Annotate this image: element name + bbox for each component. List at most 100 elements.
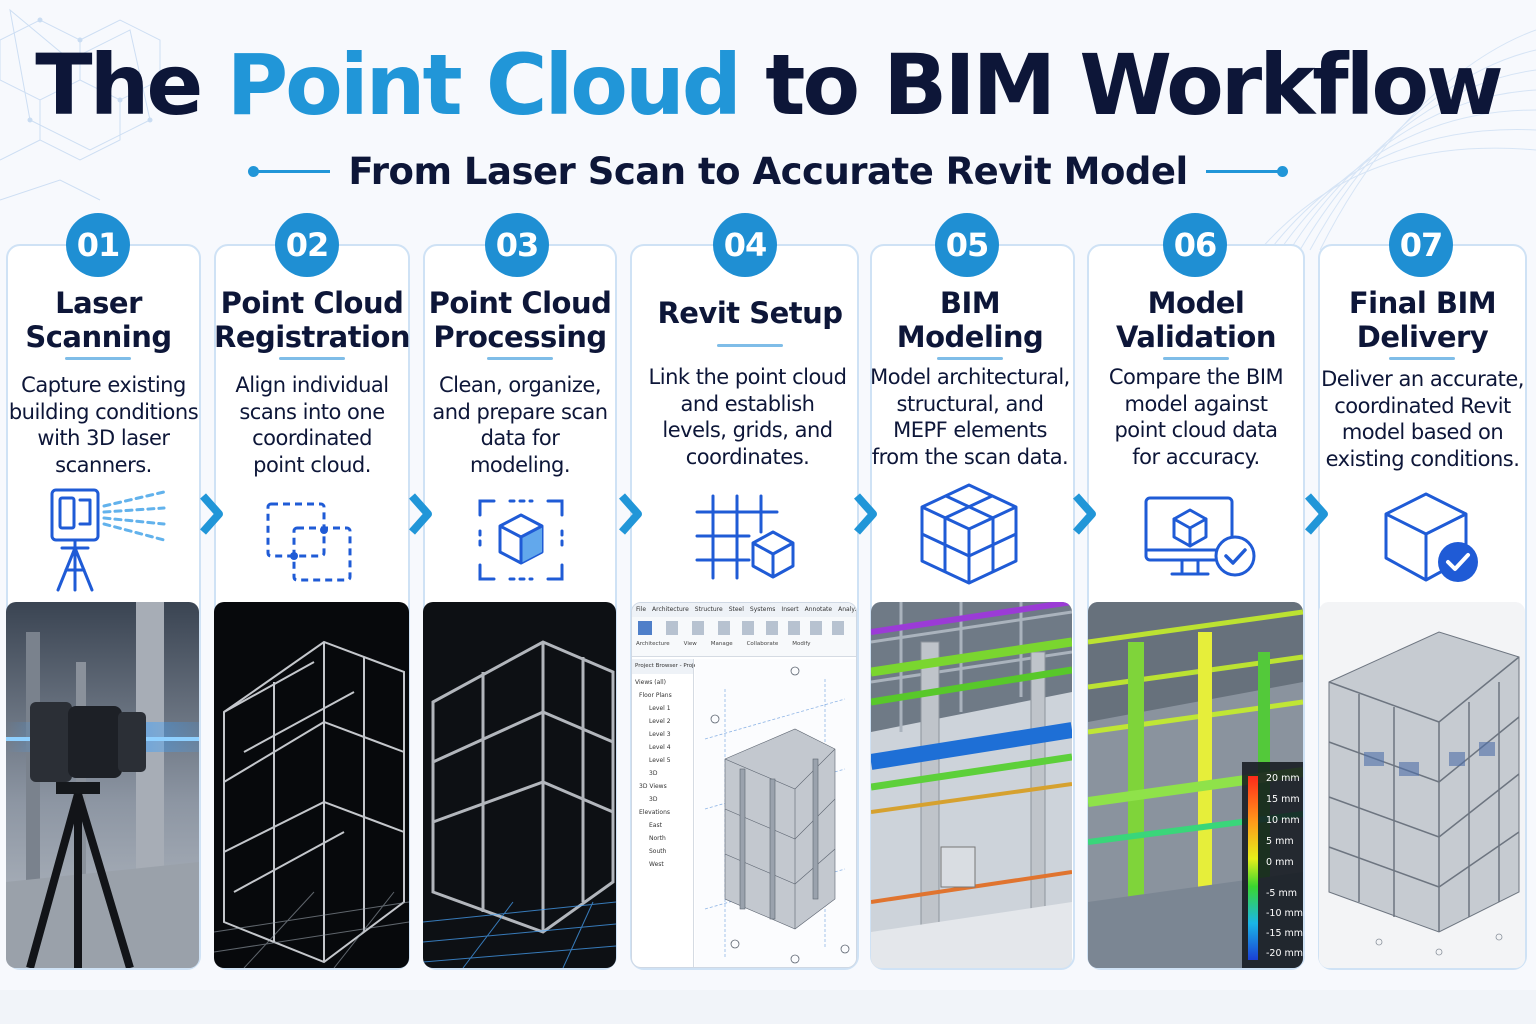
step-title: Point Cloud Processing bbox=[423, 286, 617, 354]
step-title-line: Revit Setup bbox=[657, 296, 843, 330]
step-title: Revit Setup bbox=[630, 296, 870, 330]
desc-line: Model architectural, bbox=[870, 365, 1070, 389]
subtitle-row: From Laser Scan to Accurate Revit Model bbox=[247, 146, 1289, 196]
desc-line: model based on bbox=[1341, 420, 1504, 444]
browser-tree-item[interactable]: Level 2 bbox=[649, 718, 671, 725]
desc-line: modeling. bbox=[469, 452, 571, 477]
step-title-line: Final BIM bbox=[1348, 286, 1497, 320]
step-number-badge: 03 bbox=[485, 213, 549, 277]
step-title: Laser Scanning bbox=[6, 286, 191, 354]
revit-ribbon-tab[interactable]: Annotate bbox=[804, 606, 833, 613]
desc-line: Deliver an accurate, bbox=[1321, 367, 1524, 391]
bim-model-render bbox=[871, 602, 1072, 968]
desc-line: Clean, organize, bbox=[438, 373, 602, 397]
browser-tree-item[interactable]: 3D Views bbox=[639, 783, 667, 790]
step-title: Final BIM Delivery bbox=[1318, 286, 1527, 354]
title-underline bbox=[279, 357, 345, 360]
step-title-line: Model bbox=[1147, 286, 1245, 320]
desc-line: scanners. bbox=[55, 452, 152, 477]
revit-ribbon-tabs: File Architecture Structure Steel System… bbox=[632, 603, 856, 617]
revit-project-browser: Project Browser - Project1 Views (all) F… bbox=[632, 659, 706, 967]
desc-line: Align individual bbox=[235, 373, 389, 397]
browser-tree-item[interactable]: Elevations bbox=[639, 809, 670, 816]
browser-tree-item[interactable]: Level 4 bbox=[649, 744, 671, 751]
browser-tree-item[interactable]: East bbox=[649, 822, 662, 829]
revit-ribbon-tab[interactable]: Structure bbox=[694, 606, 723, 613]
desc-line: for accuracy. bbox=[1132, 444, 1260, 469]
desc-line: coordinates. bbox=[685, 444, 810, 469]
desc-line: Link the point cloud bbox=[648, 365, 847, 389]
step-title: Model Validation bbox=[1087, 286, 1305, 354]
browser-tree-item[interactable]: Level 3 bbox=[649, 731, 671, 738]
revit-3d-view[interactable] bbox=[695, 659, 857, 967]
desc-line: data for bbox=[480, 426, 560, 450]
chevron-right-icon bbox=[619, 493, 642, 535]
title-part1: The bbox=[35, 36, 203, 134]
browser-tree-item[interactable]: Level 5 bbox=[649, 757, 671, 764]
step-number-badge: 05 bbox=[935, 213, 999, 277]
title-part2: to BIM Workflow bbox=[765, 36, 1504, 134]
step-title-line: Scanning bbox=[25, 320, 172, 354]
point-cloud-processing-photo bbox=[423, 602, 616, 968]
desc-line: Compare the BIM bbox=[1108, 365, 1284, 389]
browser-tree-item[interactable]: West bbox=[649, 861, 664, 868]
laser-scanner-tripod-icon bbox=[50, 488, 166, 592]
overlapping-squares-icon bbox=[266, 502, 352, 582]
desc-line: structural, and bbox=[896, 391, 1044, 416]
browser-tree-item[interactable]: Floor Plans bbox=[639, 692, 672, 699]
deviation-heatmap-render bbox=[1088, 602, 1303, 968]
step-title-line: Point Cloud bbox=[220, 286, 404, 320]
title-accent: Point Cloud bbox=[226, 36, 742, 134]
browser-tree-item[interactable]: 3D bbox=[649, 796, 658, 803]
chevron-right-icon bbox=[200, 493, 223, 535]
scale-label: 10 mm bbox=[1266, 815, 1300, 826]
title-underline bbox=[1163, 357, 1229, 360]
revit-ribbon-tab[interactable]: Architecture bbox=[652, 606, 689, 613]
desc-line: Capture existing bbox=[21, 373, 186, 397]
browser-tree-item[interactable]: Level 1 bbox=[649, 705, 671, 712]
browser-tree-item[interactable]: 3D bbox=[649, 770, 658, 777]
step-description: Deliver an accurate, coordinated Revit m… bbox=[1315, 366, 1530, 472]
scale-label: 20 mm bbox=[1266, 773, 1300, 784]
step-title: Point Cloud Registration bbox=[214, 286, 411, 354]
desc-line: building conditions bbox=[8, 399, 199, 424]
step-description: Clean, organize, and prepare scan data f… bbox=[423, 372, 617, 478]
revit-ribbon-tab[interactable]: Systems bbox=[749, 606, 776, 613]
step-title-line: Modeling bbox=[896, 320, 1044, 354]
step-title-line: Processing bbox=[433, 320, 607, 354]
desc-line: and prepare scan bbox=[432, 399, 608, 424]
desc-line: point cloud. bbox=[253, 452, 371, 477]
ribbon-tool-icons[interactable] bbox=[632, 617, 857, 643]
step-description: Align individual scans into one coordina… bbox=[214, 372, 410, 478]
step-title-line: Laser bbox=[55, 286, 142, 320]
step-title-line: Delivery bbox=[1356, 320, 1489, 354]
step-number-badge: 06 bbox=[1163, 213, 1227, 277]
scale-label: 15 mm bbox=[1266, 794, 1300, 805]
monitor-check-icon bbox=[1144, 496, 1256, 577]
step-title-line: Registration bbox=[214, 320, 411, 354]
revit-ribbon-tab[interactable]: File bbox=[636, 606, 647, 613]
revit-interface-screenshot: File Architecture Structure Steel System… bbox=[631, 602, 857, 968]
browser-tree-item[interactable]: South bbox=[649, 848, 667, 855]
desc-line: point cloud data bbox=[1114, 418, 1278, 442]
revit-ribbon-tab[interactable]: Analyze bbox=[838, 606, 856, 613]
title-underline bbox=[717, 344, 783, 347]
wireframe-building-icon bbox=[920, 483, 1018, 585]
browser-tree-item[interactable]: Views (all) bbox=[635, 679, 666, 686]
revit-ribbon-tab[interactable]: Insert bbox=[781, 606, 799, 613]
step-title-line: Point Cloud bbox=[428, 286, 612, 320]
browser-tree-item[interactable]: North bbox=[649, 835, 666, 842]
desc-line: levels, grids, and bbox=[662, 418, 833, 442]
step-description: Link the point cloud and establish level… bbox=[630, 364, 865, 470]
revit-ribbon-tab[interactable]: Steel bbox=[728, 606, 744, 613]
step-title-line: Validation bbox=[1115, 320, 1277, 354]
desc-line: coordinated bbox=[252, 426, 372, 450]
desc-line: MEPF elements bbox=[893, 418, 1047, 442]
step-number-badge: 02 bbox=[275, 213, 339, 277]
desc-line: and establish bbox=[680, 391, 815, 416]
title-underline bbox=[937, 357, 1003, 360]
cube-in-frame-icon bbox=[478, 499, 564, 581]
desc-line: model against bbox=[1124, 391, 1268, 416]
step-title-line: BIM bbox=[939, 286, 1001, 320]
bottom-strip bbox=[0, 990, 1536, 1024]
